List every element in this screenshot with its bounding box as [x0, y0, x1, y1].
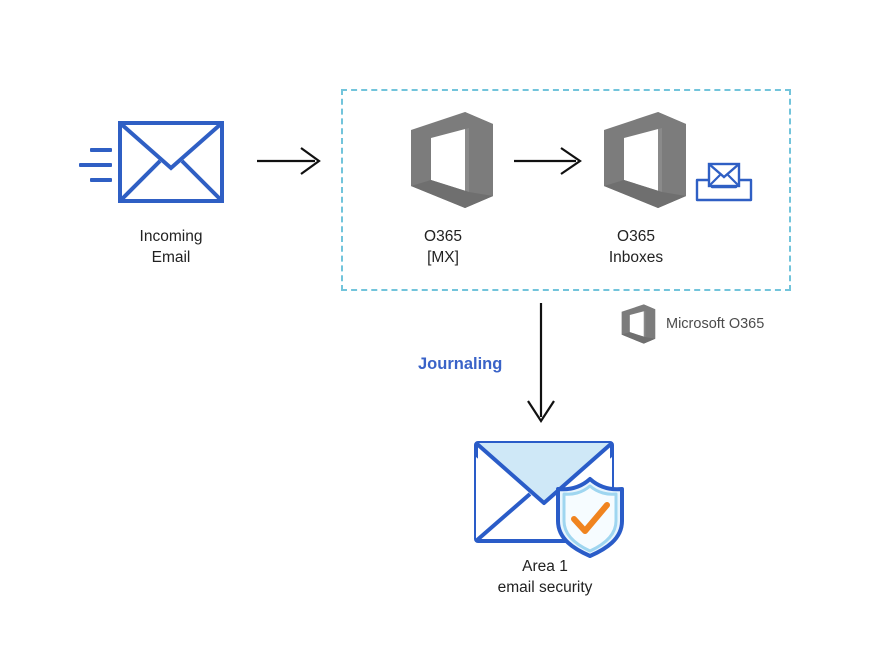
incoming-email-icon: [118, 121, 224, 203]
speed-lines-icon: [79, 145, 119, 185]
arrow-mx-to-inboxes: [514, 146, 582, 176]
journaling-edge-label: Journaling: [418, 355, 503, 373]
o365-mx-logo-icon: [407, 112, 495, 208]
o365-mx-caption: O365 [MX]: [424, 228, 462, 266]
o365-inboxes-logo-icon: [600, 112, 688, 208]
legend-label: Microsoft O365: [666, 316, 765, 332]
arrow-incoming-to-mx: [257, 146, 321, 176]
area1-caption: Area 1 email security: [497, 558, 593, 596]
legend-microsoft-o365: Microsoft O365: [620, 304, 764, 344]
arrow-inboxes-to-area1: [524, 303, 560, 424]
o365-inboxes-caption: O365 Inboxes: [608, 228, 664, 266]
incoming-email-caption: Incoming Email: [139, 228, 203, 266]
o365-dashed-zone: [341, 89, 791, 291]
area1-shielded-envelope-icon: [470, 437, 632, 558]
inbox-tray-envelope-icon: [694, 160, 754, 204]
legend-office-365-logo-icon: [620, 304, 656, 344]
